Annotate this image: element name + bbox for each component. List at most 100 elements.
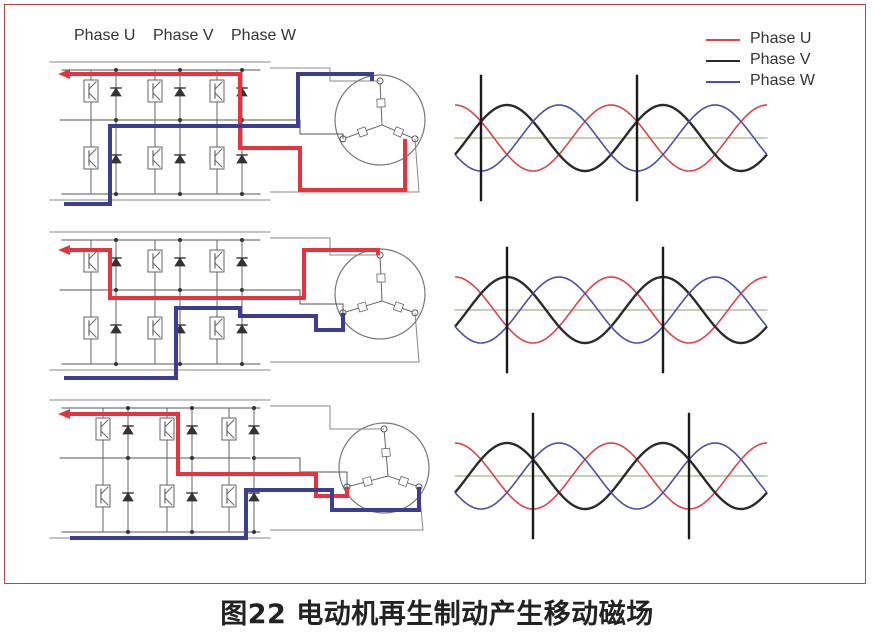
legend-swatch: [706, 39, 740, 41]
transistor-leg: [152, 251, 161, 260]
diode-icon: [110, 87, 122, 97]
transistor-icon: [95, 417, 111, 441]
circuit-panel-3: [49, 399, 430, 540]
transistor-icon: [83, 316, 99, 340]
diode-icon: [110, 324, 122, 334]
transistor-leg: [152, 81, 161, 90]
current-path-red: [66, 412, 349, 498]
junction-dot: [178, 238, 182, 242]
transistor-leg: [88, 329, 97, 338]
diode-icon: [186, 492, 198, 502]
transistor-icon: [221, 484, 237, 508]
junction-dot: [178, 362, 182, 366]
transistor-leg: [226, 486, 235, 495]
motor-housing: [334, 74, 426, 166]
motor-feed-wire: [270, 405, 384, 430]
current-path-red: [66, 248, 380, 300]
diode-icon: [174, 87, 186, 97]
winding-coil-icon: [362, 476, 373, 487]
waveform-panel-3: [454, 412, 768, 540]
legend-swatch: [706, 81, 740, 83]
diode-icon: [236, 324, 248, 334]
transistor-icon: [159, 484, 175, 508]
waveform-phase-w: [454, 442, 768, 510]
transistor-icon: [159, 417, 175, 441]
header-label-phase-u: Phase U: [74, 27, 136, 44]
diode-icon: [122, 425, 134, 435]
winding-coil-icon: [376, 98, 386, 108]
junction-dot: [190, 406, 194, 410]
transistor-leg: [88, 251, 97, 260]
transistor-leg: [88, 318, 97, 327]
transistor-leg: [226, 497, 235, 506]
junction-dot: [114, 192, 118, 196]
transistor-leg: [214, 318, 223, 327]
junction-dot: [240, 238, 244, 242]
transistor-icon: [83, 146, 99, 170]
transistor-leg: [88, 92, 97, 101]
current-arrow-icon: [58, 409, 70, 419]
junction-dot: [126, 406, 130, 410]
transistor-leg: [152, 159, 161, 168]
figure-caption: 图22 电动机再生制动产生移动磁场: [220, 599, 654, 630]
junction-dot: [114, 362, 118, 366]
junction-dot: [240, 362, 244, 366]
transistor-leg: [226, 430, 235, 439]
diode-icon: [236, 257, 248, 267]
legend-label: Phase V: [750, 51, 811, 68]
junction-dot: [178, 192, 182, 196]
motor-housing: [338, 422, 430, 514]
diode-icon: [186, 425, 198, 435]
header-label-phase-w: Phase W: [231, 27, 296, 44]
junction-dot: [252, 530, 256, 534]
current-path-red: [66, 72, 407, 192]
diode-icon: [122, 492, 134, 502]
transistor-icon: [95, 484, 111, 508]
motor-feed-wire: [242, 289, 344, 313]
header-label-phase-v: Phase V: [153, 27, 214, 44]
junction-dot: [178, 118, 182, 122]
transistor-leg: [214, 262, 223, 271]
transistor-leg: [152, 92, 161, 101]
transistor-icon: [83, 79, 99, 103]
winding-coil-icon: [397, 475, 410, 488]
transistor-icon: [209, 316, 225, 340]
junction-dot: [240, 192, 244, 196]
legend-label: Phase U: [750, 30, 812, 47]
transistor-icon: [147, 316, 163, 340]
transistor-leg: [152, 262, 161, 271]
diode-icon: [248, 425, 260, 435]
motor-feed-wire: [270, 237, 380, 256]
transistor-leg: [214, 159, 223, 168]
junction-dot: [178, 68, 182, 72]
current-path-blue: [70, 486, 421, 540]
transistor-leg: [164, 419, 173, 428]
transistor-icon: [209, 146, 225, 170]
junction-dot: [252, 406, 256, 410]
transistor-leg: [214, 148, 223, 157]
legend-label: Phase W: [750, 72, 815, 89]
transistor-leg: [226, 419, 235, 428]
winding-coil-icon: [357, 301, 368, 313]
circuit-panel-1: [49, 61, 426, 206]
transistor-leg: [100, 486, 109, 495]
transistor-icon: [209, 249, 225, 273]
transistor-leg: [164, 497, 173, 506]
waveform-panel-1: [454, 74, 768, 202]
junction-dot: [126, 456, 130, 460]
transistor-icon: [209, 79, 225, 103]
transistor-leg: [152, 148, 161, 157]
transistor-icon: [83, 249, 99, 273]
transistor-leg: [164, 430, 173, 439]
transistor-icon: [147, 249, 163, 273]
diode-icon: [174, 154, 186, 164]
transistor-icon: [221, 417, 237, 441]
junction-dot: [178, 288, 182, 292]
transistor-leg: [88, 81, 97, 90]
transistor-leg: [88, 262, 97, 271]
current-path-blue: [64, 306, 345, 380]
current-arrow-icon: [58, 69, 70, 79]
transistor-icon: [147, 79, 163, 103]
winding-coil-icon: [392, 301, 405, 313]
transistor-leg: [214, 329, 223, 338]
